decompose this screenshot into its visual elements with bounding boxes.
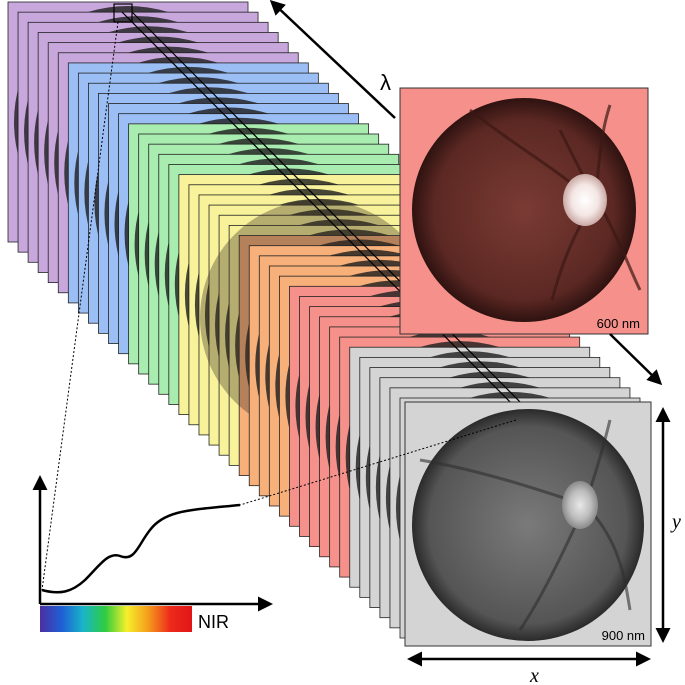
projection-lines — [41, 21, 517, 591]
frame-600nm: 600 nm — [399, 87, 649, 335]
spectrum-color-bar — [40, 606, 192, 632]
nir-label: NIR — [198, 612, 229, 632]
x-axis-label: x — [529, 665, 539, 685]
frame-900nm: 900 nm — [404, 401, 652, 647]
pixel-box-back — [113, 3, 133, 23]
stack-depth-arrow — [609, 333, 663, 386]
spectrum-plot: NIR — [32, 475, 273, 632]
optic-disc-900nm — [562, 481, 598, 529]
lambda-arrow — [269, 0, 396, 119]
lambda-label: λ — [380, 70, 391, 95]
frame-label-900nm: 900 nm — [602, 628, 645, 643]
frame-label-600nm: 600 nm — [597, 316, 640, 331]
fundus-600nm — [412, 98, 636, 322]
fundus-900nm — [412, 409, 644, 641]
axis-arrows — [269, 0, 671, 667]
spectrum-curve — [41, 503, 241, 594]
optic-disc-600nm — [563, 174, 607, 226]
y-axis-label: y — [670, 511, 681, 533]
